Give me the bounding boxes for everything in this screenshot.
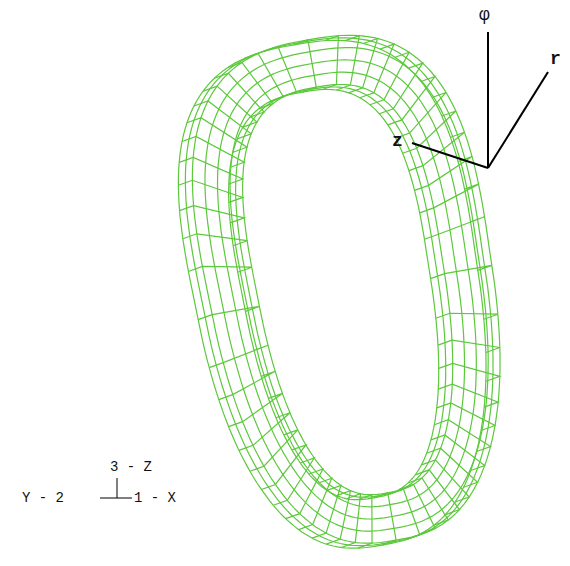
mesh-line [294, 40, 316, 92]
global-axis-label: Y - 2 [22, 491, 64, 505]
mesh-line [198, 306, 259, 319]
mesh-line [228, 62, 273, 108]
mesh-line [273, 458, 314, 505]
mesh-line [185, 38, 493, 546]
local-axis-label: φ [479, 6, 490, 24]
mesh-line [431, 435, 485, 471]
mesh-line [188, 266, 251, 272]
axis-lines [100, 32, 548, 498]
mesh-line [424, 217, 484, 240]
mesh-line [336, 36, 359, 90]
mesh-line [229, 90, 439, 500]
mesh-line [389, 489, 419, 540]
mesh-line [436, 313, 498, 319]
mesh-line [209, 345, 268, 367]
mesh-line [388, 76, 435, 124]
local-axis-label: r [550, 50, 561, 68]
mesh-line [250, 430, 298, 471]
mesh-line [179, 157, 243, 184]
mesh-line [326, 491, 350, 544]
mesh-line [218, 60, 477, 519]
mesh-line [214, 73, 264, 117]
mesh-line [379, 63, 422, 114]
mesh-line [421, 460, 469, 502]
mesh-line [427, 448, 478, 487]
mesh-line [374, 493, 396, 545]
mesh-line [230, 72, 464, 507]
mesh-line [403, 111, 456, 153]
mesh-line [180, 206, 245, 223]
mesh-line [219, 371, 275, 399]
global-axis-label: 3 - Z [110, 460, 152, 474]
global-axis-label: 1 - X [134, 491, 176, 505]
mesh-line [203, 86, 257, 127]
mesh-line [187, 118, 247, 152]
mesh-line [370, 52, 409, 104]
mesh-line [183, 234, 247, 246]
mesh-line [420, 184, 479, 213]
mesh-line [261, 445, 306, 490]
mesh-line [192, 35, 500, 543]
mesh-line [205, 48, 488, 531]
mesh-line [439, 363, 500, 381]
mesh-line [437, 403, 495, 431]
mesh-line [396, 92, 446, 138]
mesh-line [299, 478, 332, 529]
mesh-line [349, 39, 378, 93]
mesh-line [264, 46, 297, 96]
mesh-line [178, 180, 242, 202]
mesh-line [322, 36, 338, 90]
mesh-line [415, 470, 459, 515]
mesh-line [194, 101, 251, 139]
mesh-line [236, 87, 446, 497]
mesh-line [229, 393, 283, 426]
mesh-line [415, 156, 472, 190]
mesh-line [312, 485, 341, 538]
mesh-line [178, 40, 486, 548]
mesh-line [438, 340, 500, 352]
local-axis-label: z [392, 132, 403, 150]
mesh-line [431, 265, 492, 278]
mesh-line [244, 54, 283, 102]
